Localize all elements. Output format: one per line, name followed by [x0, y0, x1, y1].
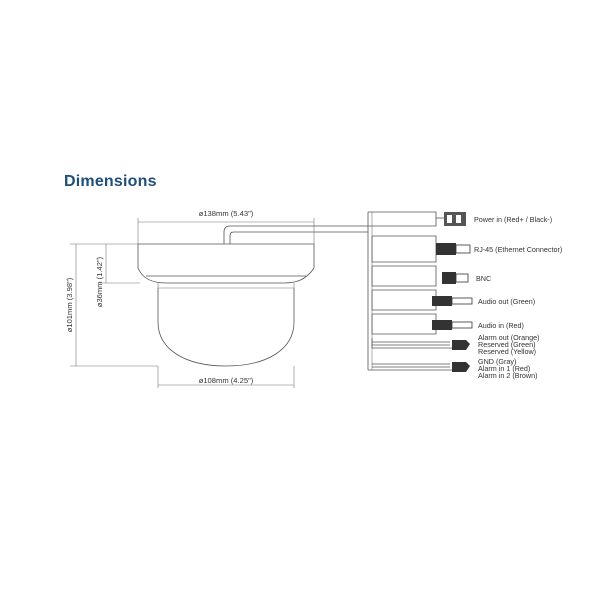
label-alarm-in-1: Alarm in 1 (Red) — [478, 364, 530, 373]
wire-terminal-1 — [371, 338, 452, 349]
connector-audio-in: Audio in (Red) — [371, 313, 524, 335]
label-alarm-out: Alarm out (Orange) — [478, 333, 540, 342]
audio-out-plug-icon — [432, 296, 452, 306]
total-height-label: ø101mm (3.98") — [65, 277, 74, 332]
label-alarm-in-2: Alarm in 2 (Brown) — [478, 371, 538, 380]
cable-bundle — [223, 212, 373, 370]
top-diameter-label: ø138mm (5.43") — [199, 209, 254, 218]
label-rj45: RJ-45 (Ethernet Connector) — [474, 245, 562, 254]
wire-bnc — [371, 265, 437, 287]
camera-housing — [137, 243, 315, 284]
label-reserved-green: Reserved (Green) — [478, 340, 536, 349]
camera-dome — [157, 288, 295, 367]
label-bnc: BNC — [476, 274, 491, 283]
wire-rj45 — [371, 235, 437, 263]
rj45-plug-icon — [436, 243, 456, 255]
audio-in-plug-icon — [432, 320, 452, 330]
cable-main-inner — [229, 231, 368, 244]
connector-power: Power in (Red+ / Black-) — [368, 211, 552, 227]
camera-body — [137, 243, 315, 367]
label-gnd: GND (Gray) — [478, 357, 516, 366]
wire-audio-out — [371, 289, 437, 311]
label-audio-out: Audio out (Green) — [478, 297, 535, 306]
dimension-lines — [70, 218, 315, 388]
base-height-label: ø36mm (1.42") — [95, 256, 104, 307]
connector-audio-out: Audio out (Green) — [371, 289, 535, 311]
connector-terminal-2: GND (Gray) Alarm in 1 (Red) Alarm in 2 (… — [368, 357, 538, 380]
wire-terminal-2 — [368, 363, 452, 371]
terminal-1-plug-icon — [452, 340, 470, 350]
page-title: Dimensions — [64, 173, 157, 190]
connector-rj45: RJ-45 (Ethernet Connector) — [371, 235, 562, 263]
bottom-diameter-label: ø108mm (4.25") — [199, 376, 254, 385]
label-reserved-yellow: Reserved (Yellow) — [478, 347, 536, 356]
label-power: Power in (Red+ / Black-) — [474, 215, 552, 224]
wire-audio-in — [371, 313, 437, 335]
connector-bnc: BNC — [371, 265, 491, 287]
cable-main-outer — [223, 225, 368, 244]
bnc-plug-icon — [442, 272, 456, 284]
connector-terminal-1: Alarm out (Orange) Reserved (Green) Rese… — [371, 333, 540, 356]
label-audio-in: Audio in (Red) — [478, 321, 524, 330]
terminal-2-plug-icon — [452, 362, 470, 372]
wire-power — [368, 211, 437, 227]
